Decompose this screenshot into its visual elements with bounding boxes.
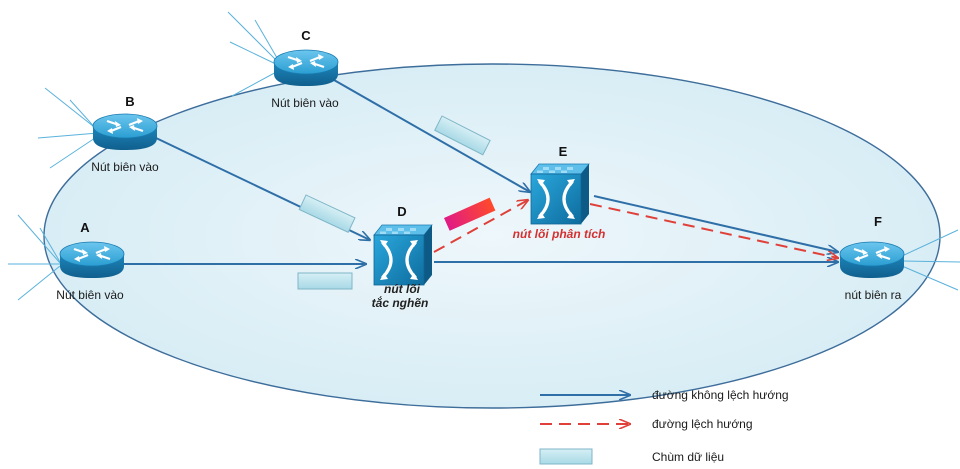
node-d-letter: D — [397, 204, 406, 219]
node-d-label-line2: tắc nghẽn — [372, 295, 429, 310]
legend-solid-label: đường không lệch hướng — [652, 388, 789, 402]
node-d-switch-icon[interactable] — [372, 223, 434, 287]
legend: đường không lệch hướng đường lệch hướng … — [539, 388, 789, 465]
node-b-label: Nút biên vào — [91, 160, 159, 174]
node-b-letter: B — [125, 94, 134, 109]
legend-packet-label: Chùm dữ liệu — [652, 450, 724, 464]
node-c-router-icon[interactable] — [272, 48, 340, 88]
link-e-f-deflected — [589, 203, 838, 258]
node-e-label: nút lõi phân tích — [513, 227, 606, 241]
node-c-letter: C — [301, 28, 311, 43]
data-burst-c-e — [434, 115, 491, 156]
node-a-letter: A — [80, 220, 90, 235]
node-a-label: Nút biên vào — [56, 288, 124, 302]
link-c-e — [333, 79, 530, 192]
data-bursts — [297, 115, 496, 290]
node-f-router-icon[interactable] — [838, 240, 906, 280]
link-e-f — [593, 195, 838, 252]
node-e-letter: E — [559, 144, 568, 159]
network-domain-ellipse — [43, 63, 941, 409]
node-a-router-icon[interactable] — [58, 240, 126, 280]
node-f-letter: F — [874, 214, 882, 229]
node-b-router-icon[interactable] — [91, 112, 159, 152]
node-d-label-line1: nút lõi — [384, 282, 421, 296]
incoming-traffic-lines — [8, 11, 281, 301]
node-e-switch-icon[interactable] — [529, 162, 591, 226]
node-c-label: Nút biên vào — [271, 96, 339, 110]
outgoing-traffic-lines — [901, 229, 960, 291]
data-burst-a-d — [297, 272, 353, 290]
legend-packet-swatch — [539, 448, 593, 465]
data-burst-deflected — [444, 197, 496, 231]
deflected-links — [433, 200, 838, 258]
legend-dashed-label: đường lệch hướng — [652, 417, 753, 431]
node-f-label: nút biên ra — [845, 288, 902, 302]
data-burst-b-d — [298, 194, 356, 233]
